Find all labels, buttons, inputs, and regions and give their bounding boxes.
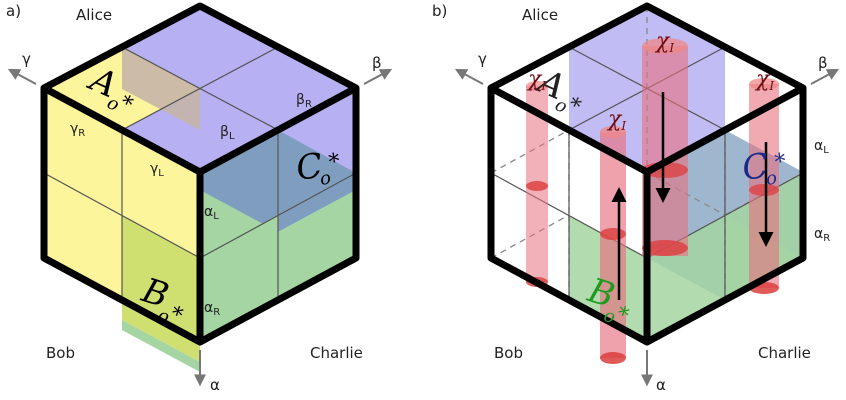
- svg-text:*: *: [773, 149, 787, 175]
- alice-label-a: Alice: [76, 6, 112, 24]
- svg-text:o: o: [765, 167, 779, 189]
- panel-b-label: b): [432, 2, 447, 20]
- svg-text:*: *: [327, 149, 341, 175]
- region-b-overlap: [122, 215, 200, 362]
- svg-text:C: C: [294, 146, 325, 189]
- panel-b: b): [432, 2, 840, 394]
- gamma-r-label: γR: [70, 121, 85, 139]
- region-b-label-b: B o *: [582, 270, 631, 329]
- gamma-axis-label-a: γ: [22, 50, 31, 68]
- chi-label-3: χI: [654, 29, 674, 55]
- left-green-sliver: [122, 320, 200, 372]
- region-b-label-a: B o *: [136, 270, 185, 329]
- alpha-r-label-a: αR: [204, 300, 220, 318]
- svg-text:C: C: [740, 146, 771, 189]
- chi-tube-3-top: [642, 38, 688, 54]
- alpha-axis-label-a: α: [210, 376, 220, 394]
- beta-axis-arrow-a: [363, 68, 393, 85]
- chi-tube-3-bottom: [642, 240, 688, 256]
- charlie-label-b: Charlie: [758, 344, 811, 362]
- beta-axis-arrow-b: [810, 68, 840, 85]
- bob-label-b: Bob: [494, 344, 523, 362]
- region-c-label-b: C o *: [740, 146, 788, 190]
- gamma-l-label: γL: [150, 161, 164, 179]
- chi-label-4: χI: [754, 67, 774, 93]
- chi-tube-4-mid: [749, 184, 779, 196]
- gamma-axis-label-b: γ: [478, 50, 487, 68]
- panel-a: a): [6, 2, 393, 394]
- chi-tube-4-top: [749, 78, 779, 90]
- alice-label-b: Alice: [522, 6, 558, 24]
- chi-tube-1-mid: [526, 181, 548, 191]
- region-a-overlap: [122, 47, 200, 130]
- beta-axis-label-a: β: [372, 54, 382, 72]
- chi-tube-2-bottom: [600, 352, 626, 364]
- panel-a-label: a): [6, 2, 21, 20]
- bob-label-a: Bob: [46, 344, 75, 362]
- grid-lines-a: [43, 46, 357, 300]
- alpha-l-label-b: αL: [814, 138, 829, 156]
- chi-tube-2-mid: [600, 228, 626, 240]
- chi-label-1: χI: [526, 67, 546, 93]
- region-c-label-a: C o *: [294, 146, 342, 190]
- chi-tube-2-top: [600, 126, 626, 138]
- svg-text:o: o: [319, 167, 333, 189]
- chi-tube-1-top: [526, 81, 548, 91]
- chi-label-2: χI: [606, 107, 626, 133]
- alpha-r-label-b: αR: [814, 226, 830, 244]
- beta-l-label: βL: [220, 124, 235, 142]
- gamma-axis-arrow-a: [7, 68, 37, 85]
- alpha-l-label-a: αL: [204, 204, 219, 222]
- alpha-axis-label-b: α: [656, 376, 666, 394]
- beta-axis-label-b: β: [818, 54, 828, 72]
- charlie-label-a: Charlie: [310, 344, 363, 362]
- beta-r-label: βR: [296, 92, 312, 110]
- gamma-axis-arrow-b: [454, 68, 484, 85]
